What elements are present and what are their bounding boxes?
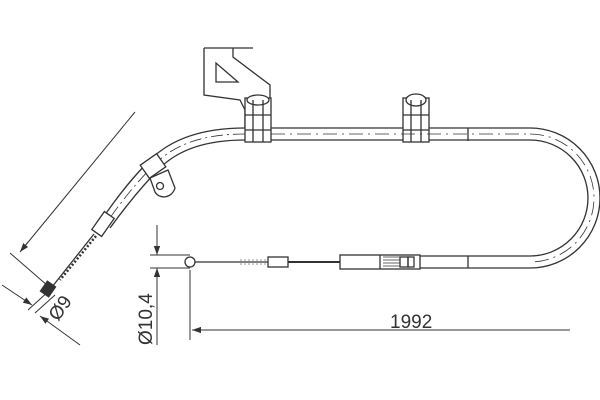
end-diameter-label: Ø9: [45, 292, 77, 325]
cable-clip: [244, 94, 272, 143]
cable-centerline: [104, 133, 246, 226]
cable-clip: [402, 93, 430, 143]
sleeve-diameter-label: Ø10,4: [136, 293, 157, 345]
cable-left-curve-inner: [109, 139, 246, 229]
collar: [139, 152, 167, 180]
length-dimension-label: 1992: [390, 312, 432, 333]
cable-loop: [529, 127, 600, 269]
cable-left-curve: [99, 127, 246, 223]
